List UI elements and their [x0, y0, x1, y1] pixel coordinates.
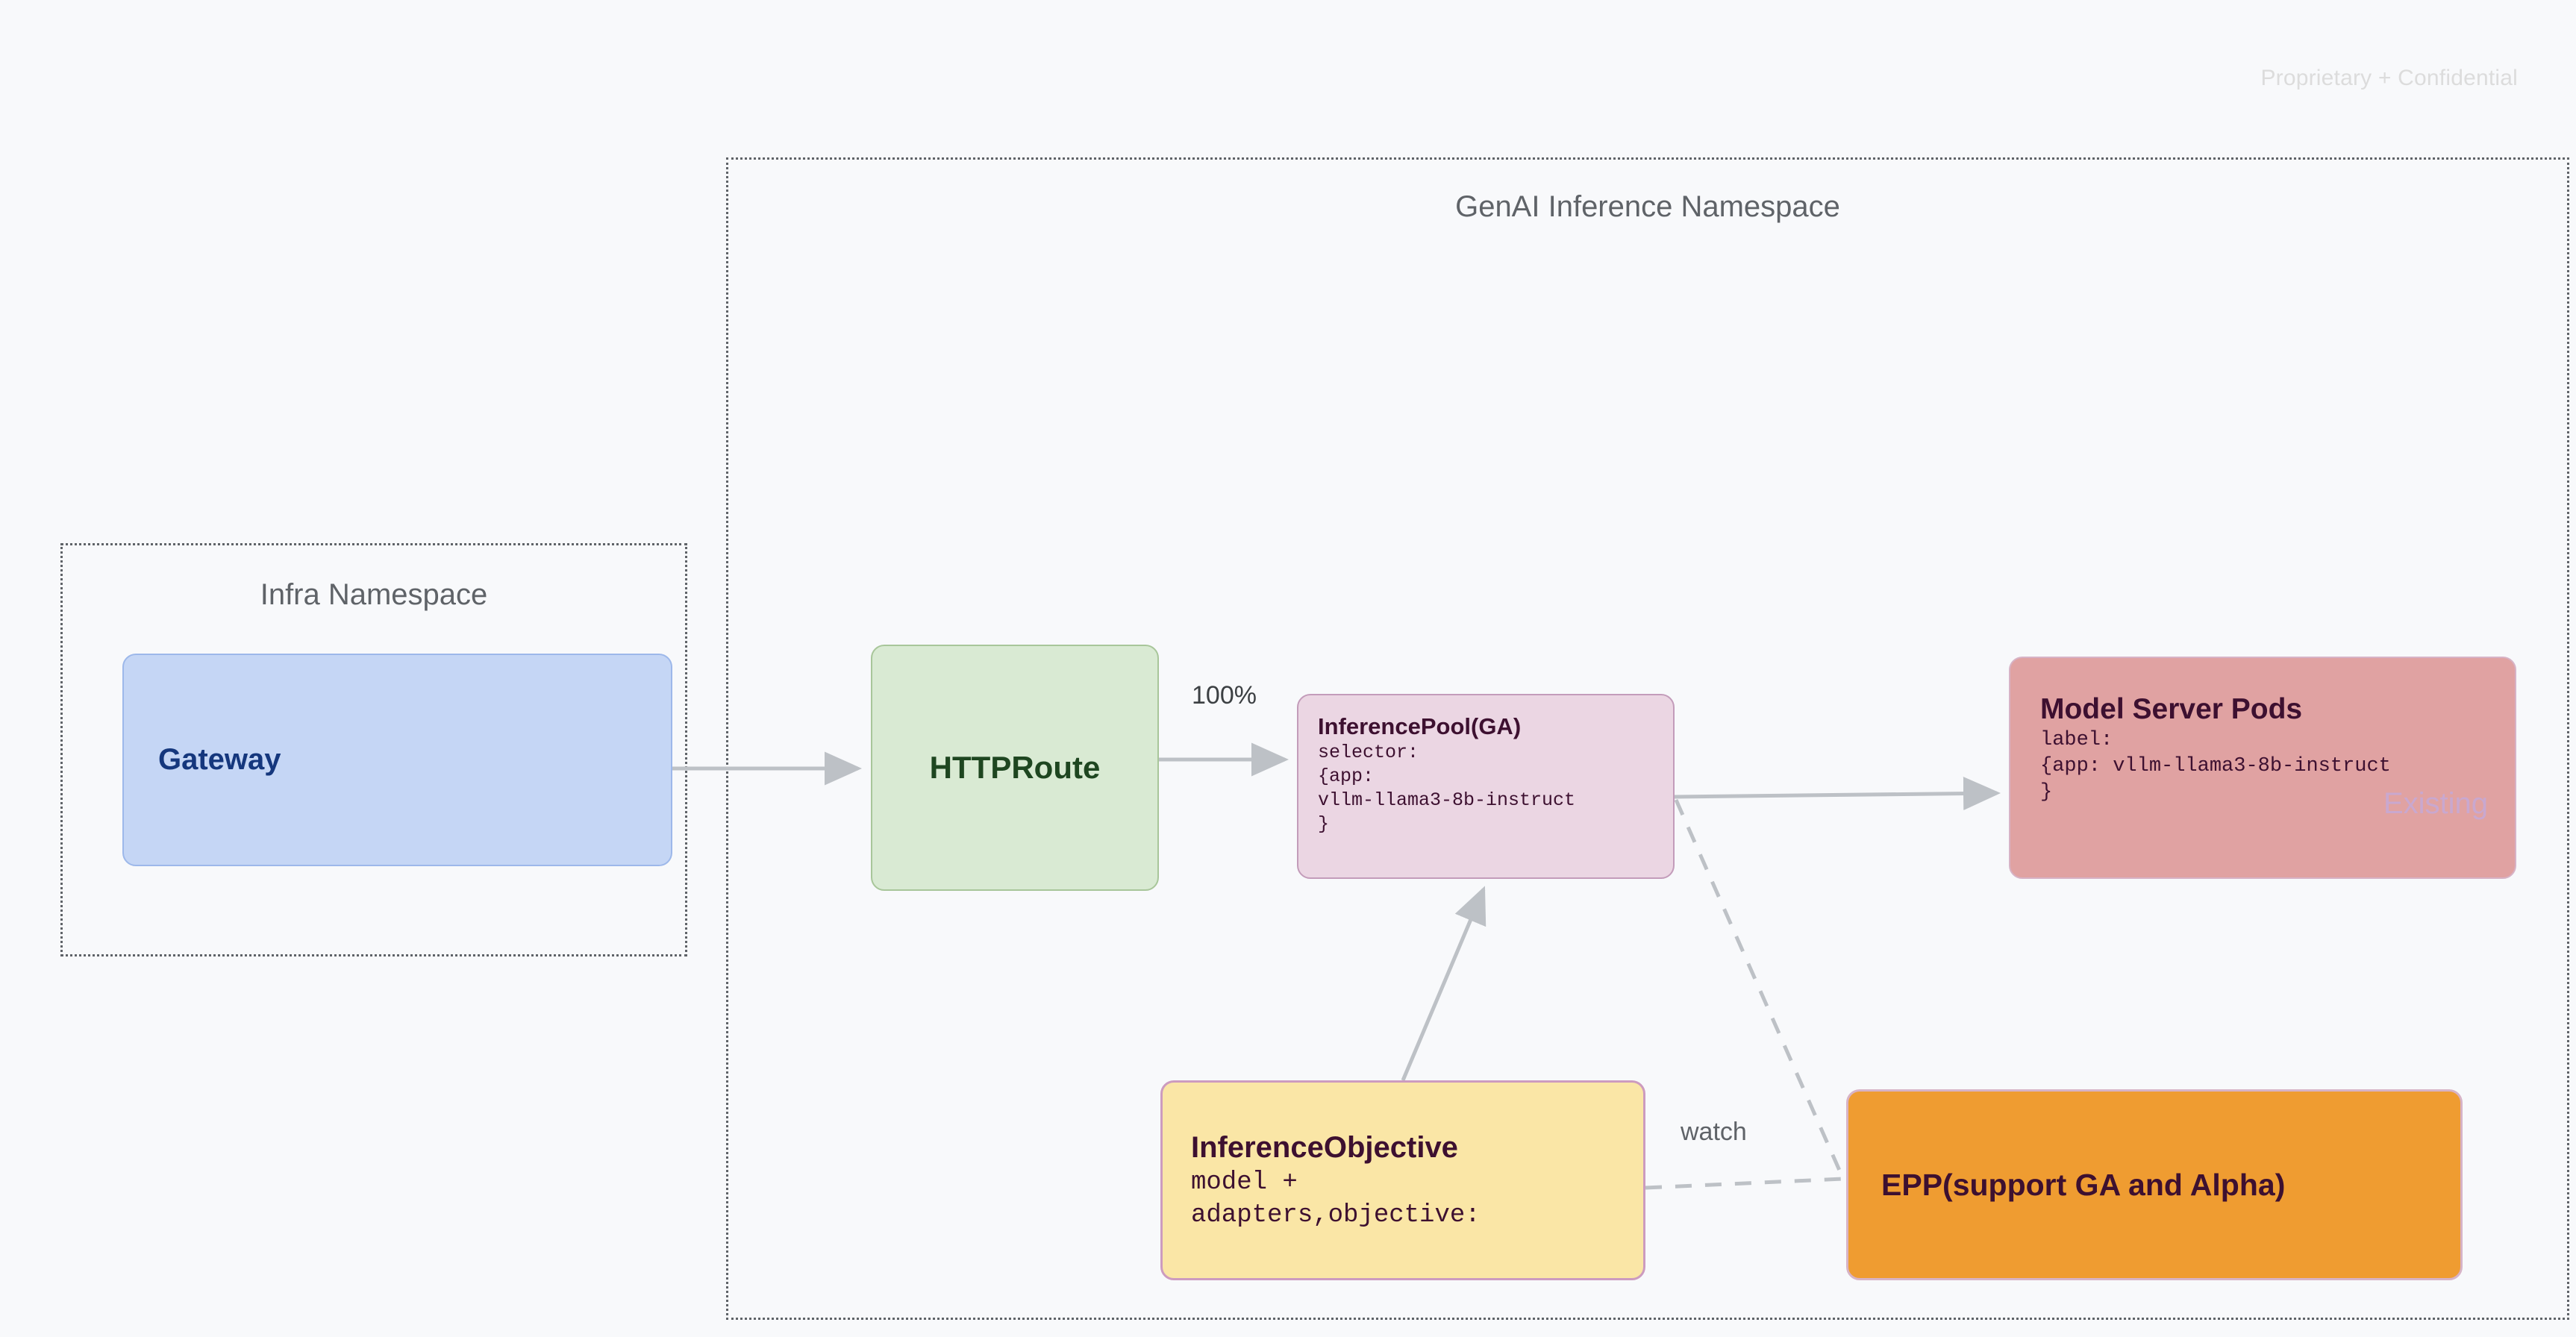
infra-namespace-label: Infra Namespace — [260, 578, 488, 611]
node-gateway[interactable]: Gateway — [122, 654, 672, 866]
node-inference-objective-body-line-1: model + — [1191, 1168, 1298, 1197]
node-inference-objective[interactable]: InferenceObjective model + adapters,obje… — [1160, 1080, 1645, 1280]
node-model-server-pods-title: Model Server Pods — [2040, 693, 2303, 725]
node-epp[interactable]: EPP(support GA and Alpha) — [1846, 1089, 2463, 1280]
confidentiality-watermark: Proprietary + Confidential — [2260, 66, 2518, 90]
node-epp-title: EPP(support GA and Alpha) — [1881, 1167, 2286, 1202]
node-model-server-pods-label-line-2: {app: vllm-llama3-8b-instruct — [2040, 754, 2391, 777]
edge-label-watch: watch — [1681, 1118, 1747, 1146]
node-inference-pool-selector-line-4: } — [1318, 812, 1330, 835]
node-model-server-pods-label-line-3: } — [2040, 780, 2053, 804]
node-inference-pool[interactable]: InferencePool(GA) selector: {app: vllm-l… — [1297, 694, 1675, 879]
node-inference-objective-title: InferenceObjective — [1191, 1130, 1458, 1164]
node-httproute-title: HTTPRoute — [929, 750, 1101, 785]
node-model-server-pods-existing-badge: Existing — [2383, 787, 2488, 820]
genai-namespace-label: GenAI Inference Namespace — [1455, 190, 1840, 223]
node-httproute[interactable]: HTTPRoute — [871, 645, 1159, 891]
node-model-server-pods-label-line-1: label: — [2040, 728, 2113, 751]
node-inference-pool-selector-line-1: selector: — [1318, 741, 1419, 763]
node-inference-objective-body-line-2: adapters,objective: — [1191, 1201, 1481, 1230]
node-gateway-title: Gateway — [158, 743, 281, 776]
infra-namespace-container — [60, 543, 687, 956]
node-inference-pool-title: InferencePool(GA) — [1318, 713, 1522, 739]
edge-label-traffic-split: 100% — [1192, 681, 1257, 710]
genai-namespace-container — [726, 157, 2569, 1320]
node-inference-pool-selector-line-2: {app: — [1318, 765, 1375, 787]
node-inference-pool-selector-line-3: vllm-llama3-8b-instruct — [1318, 789, 1576, 811]
node-model-server-pods[interactable]: Model Server Pods label: {app: vllm-llam… — [2009, 657, 2516, 879]
